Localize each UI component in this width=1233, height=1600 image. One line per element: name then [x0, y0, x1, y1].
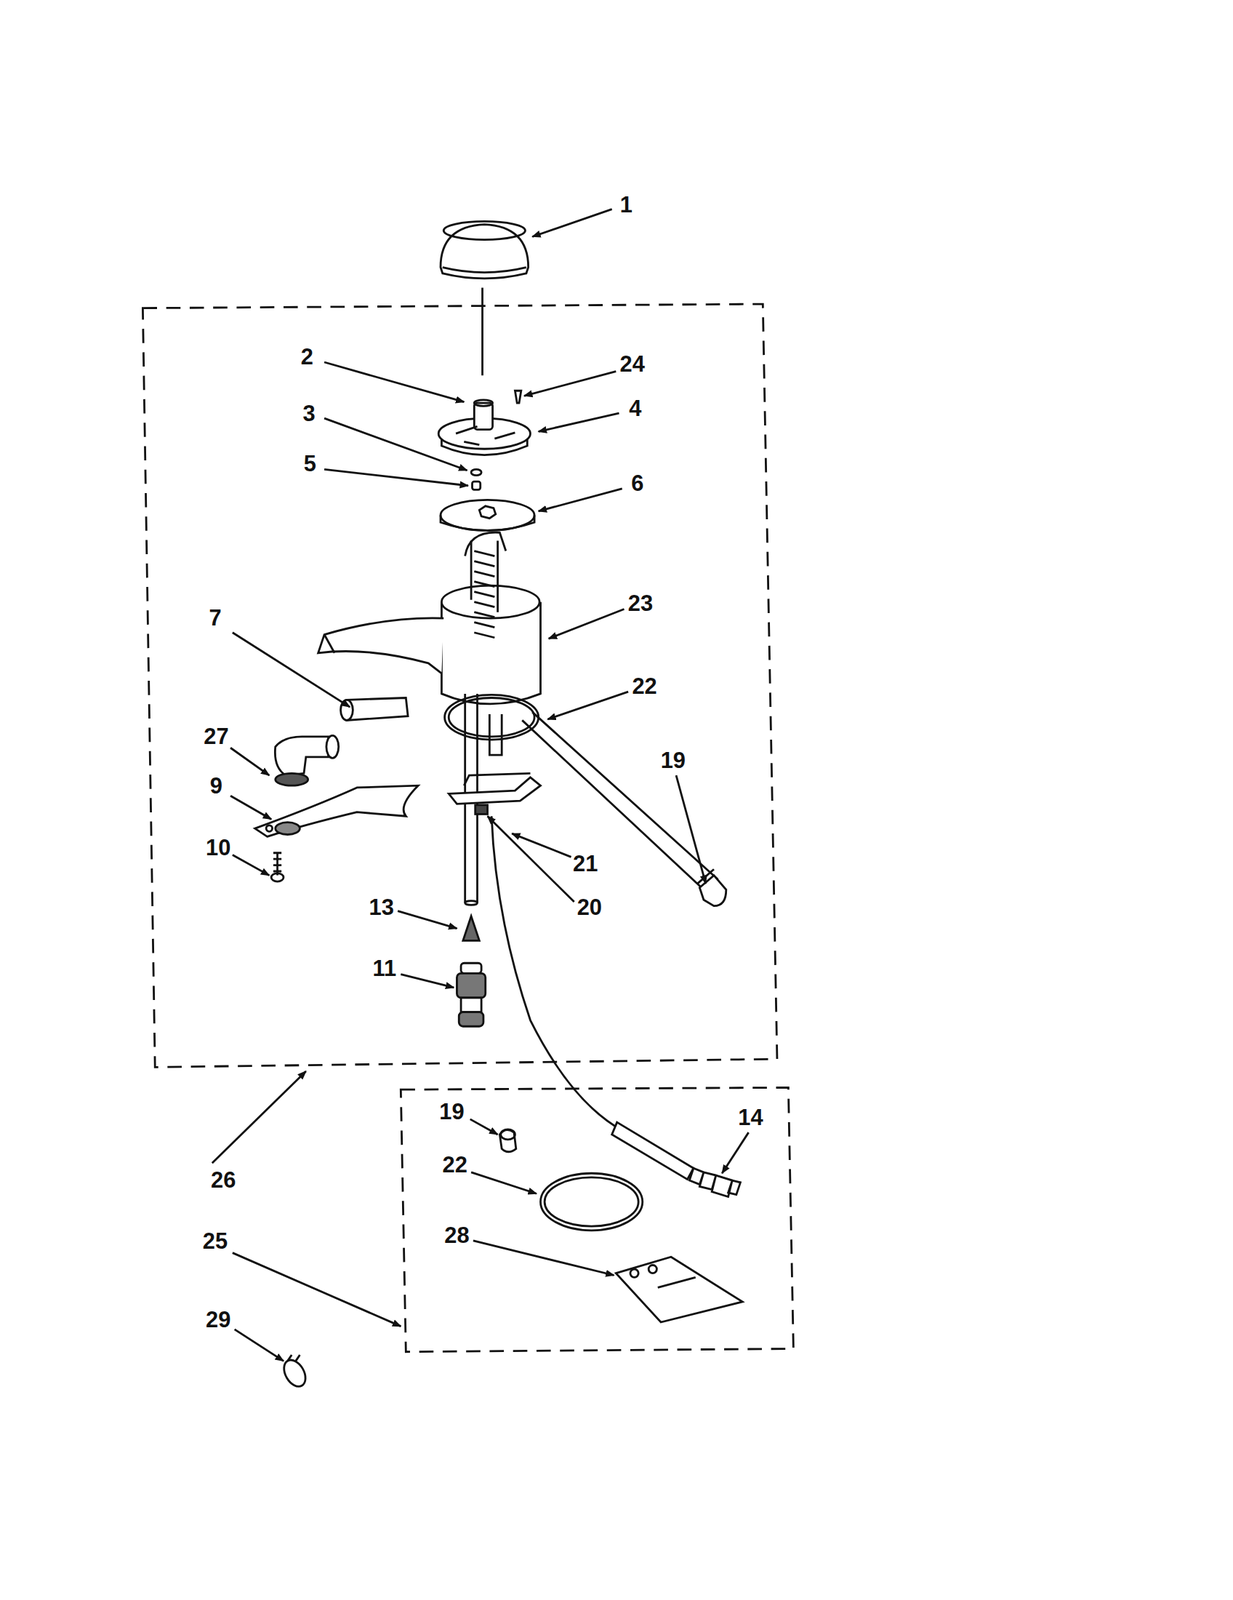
callout-number: 5 — [301, 451, 319, 477]
callout-number: 6 — [628, 471, 646, 496]
callout-number: 27 — [201, 724, 231, 749]
callout-number: 2 — [298, 344, 316, 370]
callout-number: 28 — [442, 1222, 472, 1248]
callout-number: 24 — [617, 351, 648, 377]
callout-number: 21 — [570, 851, 600, 877]
callout-number: 1 — [617, 192, 635, 218]
callout-number: 22 — [440, 1152, 470, 1178]
callout-number: 3 — [300, 402, 318, 427]
callout-number: 9 — [207, 774, 225, 799]
callout-number: 11 — [370, 956, 399, 982]
callout-number: 7 — [207, 605, 224, 631]
callout-number: 19 — [436, 1099, 467, 1124]
callout-number: 23 — [625, 591, 656, 617]
callout-number: 25 — [200, 1228, 230, 1254]
callout-number: 13 — [367, 895, 397, 921]
callout-number: 20 — [575, 895, 605, 921]
callout-number: 10 — [203, 835, 233, 861]
callout-number: 14 — [735, 1105, 765, 1131]
callout-number: 26 — [208, 1167, 238, 1193]
callout-number: 29 — [203, 1307, 233, 1332]
callout-number: 22 — [630, 673, 660, 699]
callout-number: 19 — [658, 748, 688, 774]
callout-number: 4 — [627, 396, 645, 422]
